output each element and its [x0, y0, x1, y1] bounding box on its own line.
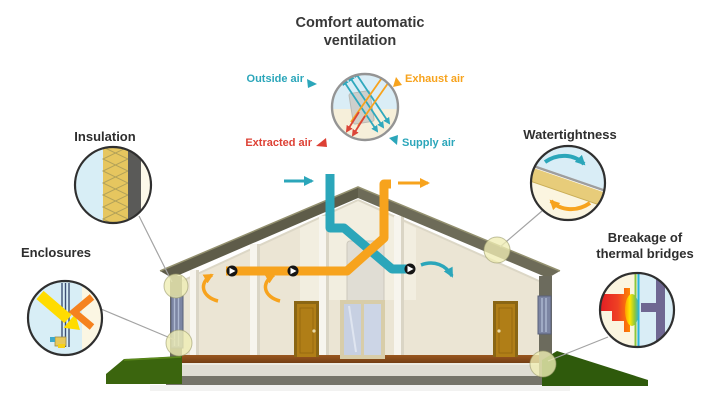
- vent-icon: [404, 263, 416, 275]
- exhaust-duct: [226, 179, 391, 276]
- air-under-roof-arrow: [549, 199, 592, 212]
- extract-airflow-arrow: [263, 273, 281, 303]
- supply-duct: [325, 174, 410, 274]
- enclosures-label: Enclosures: [20, 245, 92, 260]
- supply-air-label: Supply air: [402, 137, 456, 149]
- outside-air-label: Outside air: [246, 73, 304, 85]
- supply-airflow-arrow: [420, 261, 454, 278]
- extracted-flow-lines: [345, 111, 366, 137]
- outside-air-pointer: [307, 79, 317, 88]
- heat-flow-arrow-icon: [600, 288, 639, 332]
- callout-markers: [100, 210, 609, 378]
- exhaust-air-label: Exhaust air: [405, 73, 465, 85]
- ventilation-unit-circle: [307, 72, 402, 147]
- ventilation-ducts: [201, 174, 454, 303]
- roof-right-slope: [358, 187, 560, 278]
- insulation-label: Insulation: [74, 129, 136, 144]
- extracted-air-label: Extracted air: [245, 137, 312, 149]
- wood-floor: [182, 355, 539, 364]
- right-wall-window-section: [537, 295, 552, 335]
- thermal-bridges-label: Breakage of thermal bridges: [584, 230, 706, 263]
- watertightness-label: Watertightness: [523, 127, 617, 142]
- duct-vents: [226, 263, 416, 277]
- ground-shadow: [150, 385, 570, 391]
- watertightness-circle: [529, 144, 607, 222]
- supply-air-pointer: [389, 135, 398, 145]
- reflected-heat-arrow-icon: [68, 294, 95, 330]
- foundation-slab: [178, 363, 546, 376]
- roof-membrane-icon: [531, 164, 605, 210]
- extract-airflow-arrow: [201, 273, 219, 303]
- grass-right: [542, 351, 648, 386]
- thermal-bridges-label-line1: Breakage of: [607, 230, 683, 245]
- house-cross-section: [106, 186, 648, 391]
- interior-pillars: [190, 216, 404, 357]
- window-frame-detail-icon: [50, 336, 67, 348]
- interior-door-left: [294, 301, 319, 357]
- insulation-marker: [163, 273, 189, 299]
- exhaust-air-pointer: [393, 77, 402, 87]
- vent-icon: [287, 265, 299, 277]
- thermal-bridges-label-line2: thermal bridges: [596, 246, 694, 262]
- interior-door-right: [493, 301, 518, 357]
- extracted-air-pointer: [316, 138, 327, 147]
- diagram-title: Comfort automatic ventilation: [295, 15, 425, 50]
- roof-left-slope: [160, 187, 358, 278]
- glass-double-door: [340, 300, 385, 359]
- grass-left: [106, 356, 182, 384]
- window-frame-section-icon: [641, 278, 665, 342]
- foundation-base: [166, 376, 556, 385]
- watertightness-marker: [483, 236, 511, 264]
- thermal-bridge-circle: [598, 271, 676, 349]
- enclosures-marker: [165, 329, 193, 357]
- thermal-bridge-marker: [529, 350, 557, 378]
- vent-icon: [226, 265, 238, 277]
- insulation-circle: [73, 145, 153, 225]
- enclosures-circle: [26, 279, 104, 357]
- air-over-roof-arrow: [543, 153, 586, 166]
